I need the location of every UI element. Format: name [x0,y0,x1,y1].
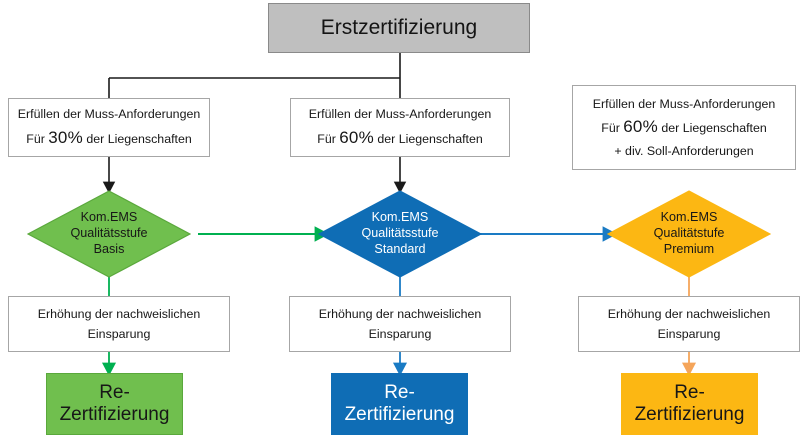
result-line2: Zertifizierung [344,404,455,425]
level-line1: Kom.EMS [660,210,718,225]
requirement-percent: 60% [339,127,374,147]
level-text-standard: Kom.EMS Qualitätsstufe Standard [361,210,438,258]
saving-line1: Erhöhung der nachweislichen [318,306,482,321]
requirement-line2: Für 60% der Liegenschaften [601,116,767,138]
level-line2: Qualitätsstufe [361,226,439,241]
requirement-prefix: Für [26,131,49,146]
requirement-suffix: der Liegenschaften [657,121,767,136]
node-requirement-premium[interactable]: Erfüllen der Muss-Anforderungen Für 60% … [572,85,796,170]
node-requirement-standard[interactable]: Erfüllen der Muss-Anforderungen Für 60% … [290,98,510,157]
requirement-line1: Erfüllen der Muss-Anforderungen [17,107,201,122]
requirement-line2: Für 60% der Liegenschaften [317,127,483,149]
level-line3: Standard [374,241,426,256]
result-line2: Zertifizierung [634,404,745,425]
requirement-prefix: Für [601,121,624,136]
saving-line1: Erhöhung der nachweislichen [607,306,771,321]
node-erstzertifizierung[interactable]: Erstzertifizierung [268,3,530,53]
requirement-line2: Für 30% der Liegenschaften [26,127,192,149]
result-line1: Re- [384,381,415,403]
requirement-percent: 30% [48,127,83,147]
level-line2: Qualitätstufe [653,226,725,241]
node-requirement-basis[interactable]: Erfüllen der Muss-Anforderungen Für 30% … [8,98,210,157]
node-level-basis[interactable]: Kom.EMS Qualitätsstufe Basis [27,190,191,278]
level-line1: Kom.EMS [371,210,429,225]
requirement-line1: Erfüllen der Muss-Anforderungen [308,107,492,122]
level-text-basis: Kom.EMS Qualitätsstufe Basis [70,210,147,258]
node-level-standard[interactable]: Kom.EMS Qualitätsstufe Standard [318,190,482,278]
requirement-line1: Erfüllen der Muss-Anforderungen [592,97,776,112]
node-result-standard[interactable]: Re- Zertifizierung [331,373,468,435]
saving-line2: Einsparung [87,327,151,341]
diamond-shape-standard [318,190,482,278]
level-line3: Basis [93,241,125,256]
result-line1: Re- [674,381,705,403]
node-saving-standard[interactable]: Erhöhung der nachweislichen Einsparung [289,296,511,352]
diamond-shape-basis [27,190,191,278]
node-result-basis[interactable]: Re- Zertifizierung [46,373,183,435]
level-text-premium: Kom.EMS Qualitätstufe Premium [654,210,725,258]
node-saving-premium[interactable]: Erhöhung der nachweislichen Einsparung [578,296,800,352]
level-line3: Premium [663,241,715,256]
diamond-shape-premium [607,190,771,278]
saving-line1: Erhöhung der nachweislichen [37,306,201,321]
saving-line2: Einsparung [657,327,721,341]
saving-line2: Einsparung [368,327,432,341]
level-line2: Qualitätsstufe [70,226,148,241]
level-line1: Kom.EMS [80,210,138,225]
requirement-prefix: Für [317,131,340,146]
node-result-premium[interactable]: Re- Zertifizierung [621,373,758,435]
requirement-suffix: der Liegenschaften [82,131,192,146]
node-saving-basis[interactable]: Erhöhung der nachweislichen Einsparung [8,296,230,352]
requirement-percent: 60% [623,117,658,137]
result-line2: Zertifizierung [59,404,170,425]
header-title: Erstzertifizierung [320,16,478,40]
result-line1: Re- [99,381,130,403]
requirement-line3: + div. Soll-Anforderungen [614,143,754,158]
requirement-suffix: der Liegenschaften [373,131,483,146]
node-level-premium[interactable]: Kom.EMS Qualitätstufe Premium [607,190,771,278]
